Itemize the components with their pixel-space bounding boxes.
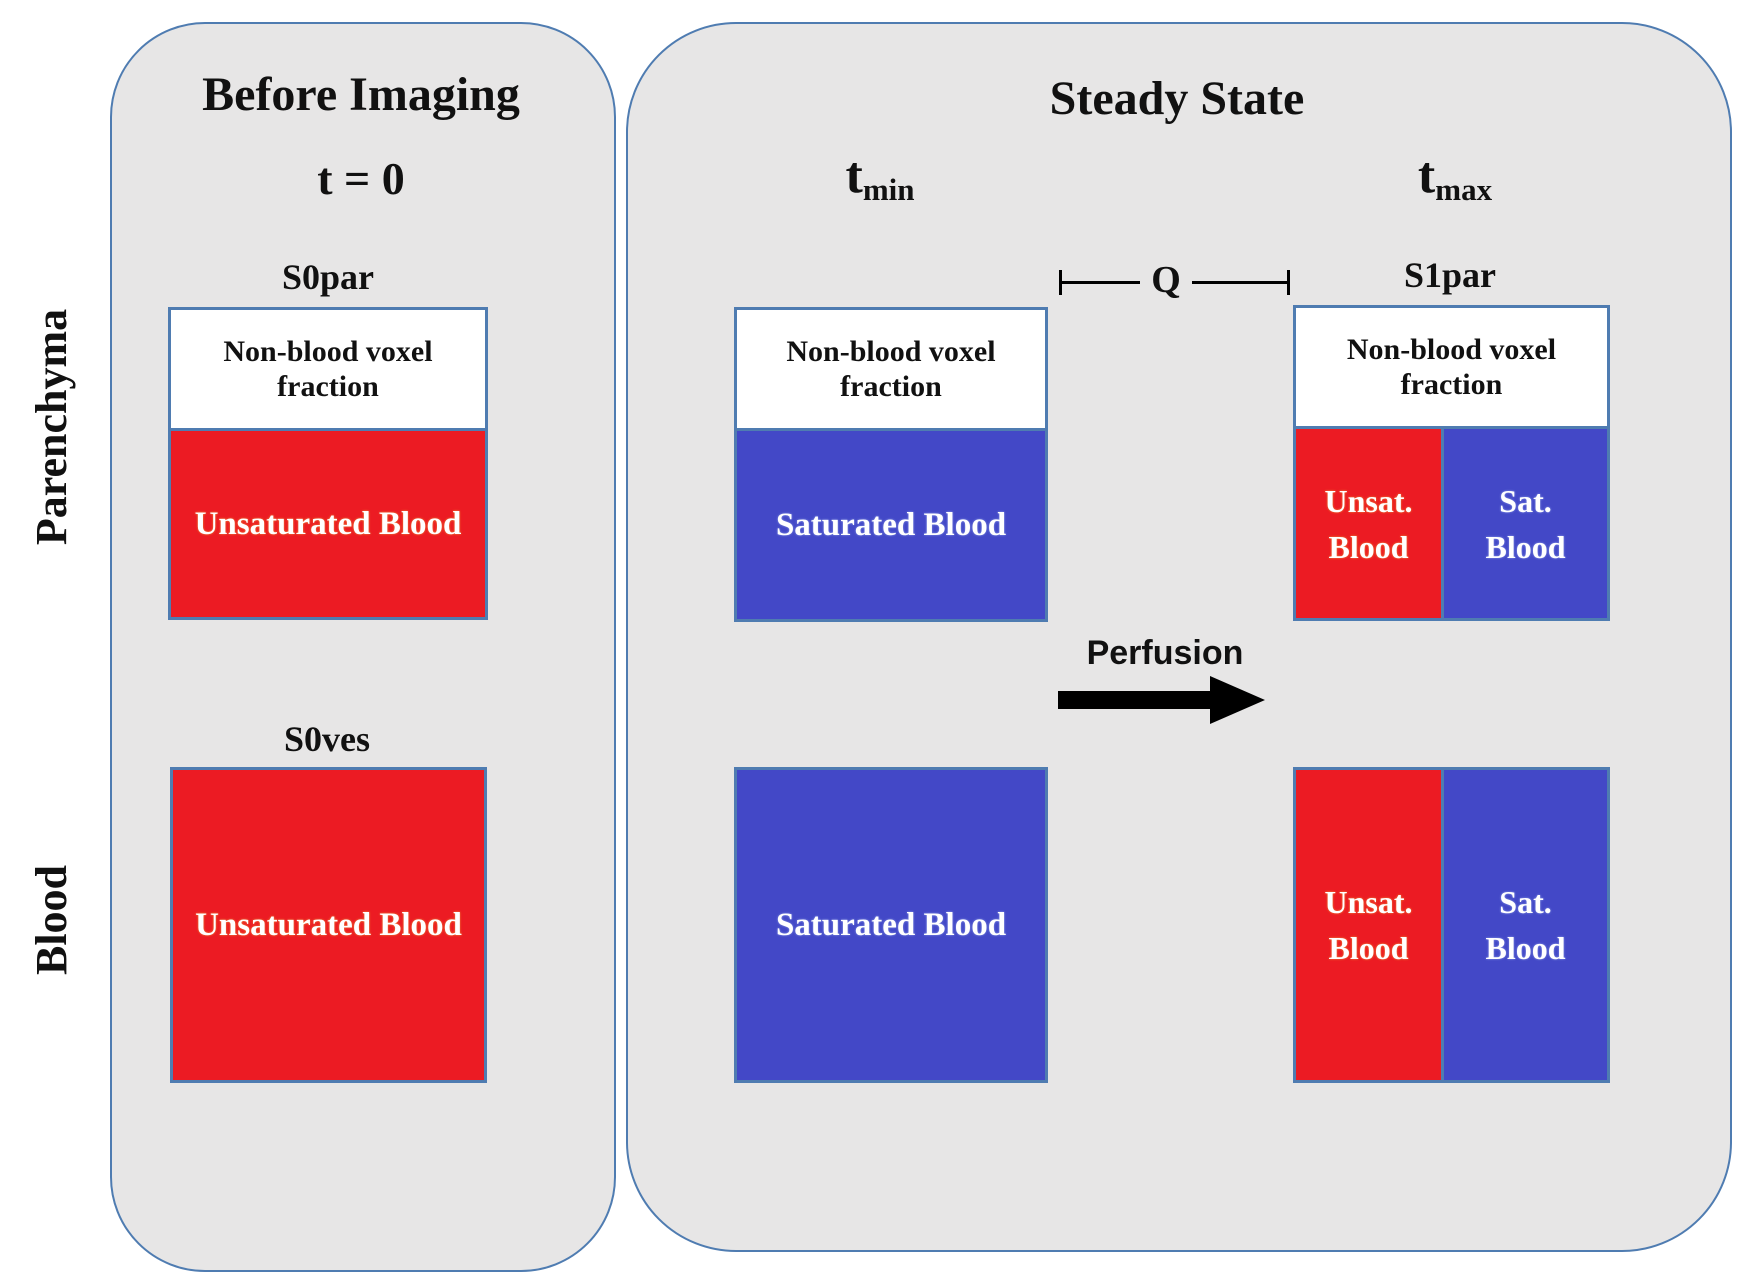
q-label: Q — [1151, 259, 1181, 301]
s1par-label: S1par — [1403, 255, 1497, 295]
tmin-subscript: min — [862, 172, 915, 207]
q-right-segment — [1192, 281, 1288, 284]
tmax-base: t — [1417, 147, 1436, 204]
s0ves-label: S0ves — [283, 719, 370, 759]
panel-before-imaging — [110, 22, 616, 1272]
unsaturated-blood-section: Unsaturated Blood — [173, 770, 484, 1080]
unsaturated-blood-section: Unsat. Blood — [1296, 770, 1444, 1080]
before-imaging-title: Before Imaging — [202, 68, 520, 121]
arrow-head — [1210, 676, 1265, 724]
unsaturated-blood-section: Unsat. Blood — [1296, 429, 1444, 618]
row-label-parenchyma: Parenchyma — [27, 308, 76, 546]
tmin-base: t — [845, 147, 863, 204]
saturated-blood-section: Sat. Blood — [1444, 429, 1607, 618]
q-measure: Q — [1059, 259, 1290, 302]
unsaturated-blood-section: Unsaturated Blood — [171, 431, 485, 617]
perfusion-arrow-icon — [1058, 676, 1265, 724]
non-blood-fraction-section: Non-blood voxel fraction — [737, 310, 1045, 431]
s0par-label: S0par — [281, 257, 375, 297]
before-parenchyma-voxel-box: Non-blood voxel fraction Unsaturated Blo… — [168, 307, 488, 620]
non-blood-fraction-section: Non-blood voxel fraction — [1296, 308, 1607, 429]
perfusion-label: Perfusion — [1086, 634, 1244, 672]
steady-state-title: Steady State — [1049, 72, 1305, 125]
blood-split-section: Unsat. Blood Sat. Blood — [1296, 429, 1607, 618]
before-blood-vessel-box: Unsaturated Blood — [170, 767, 487, 1083]
row-label-blood: Blood — [27, 864, 76, 976]
q-right-tick — [1287, 270, 1290, 295]
non-blood-fraction-section: Non-blood voxel fraction — [171, 310, 485, 431]
tmax-blood-vessel-box: Unsat. Blood Sat. Blood — [1293, 767, 1610, 1083]
saturated-blood-section: Saturated Blood — [737, 770, 1045, 1080]
time-zero-label: t = 0 — [317, 153, 405, 204]
saturated-blood-section: Saturated Blood — [737, 431, 1045, 619]
tmin-label: tmin — [770, 146, 990, 208]
arrow-shaft — [1058, 691, 1211, 709]
tmin-parenchyma-voxel-box: Non-blood voxel fraction Saturated Blood — [734, 307, 1048, 622]
tmax-label: tmax — [1345, 146, 1565, 208]
saturated-blood-section: Sat. Blood — [1444, 770, 1607, 1080]
blood-split-section: Unsat. Blood Sat. Blood — [1296, 770, 1607, 1080]
tmin-blood-vessel-box: Saturated Blood — [734, 767, 1048, 1083]
q-left-tick — [1059, 270, 1062, 295]
tmax-parenchyma-voxel-box: Non-blood voxel fraction Unsat. Blood Sa… — [1293, 305, 1610, 621]
q-left-segment — [1061, 281, 1140, 284]
tmax-subscript: max — [1435, 172, 1493, 207]
